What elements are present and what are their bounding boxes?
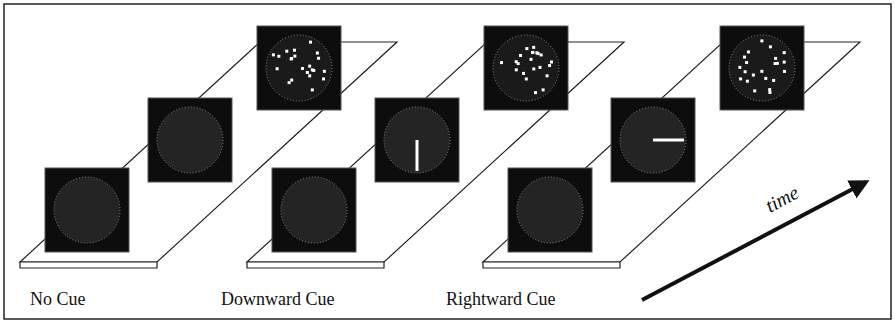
- motion-dot: [542, 88, 545, 91]
- motion-dot: [540, 53, 543, 56]
- cue-bar: [416, 140, 419, 171]
- motion-dot: [530, 58, 533, 61]
- motion-dot: [519, 54, 522, 57]
- motion-dot: [772, 79, 775, 82]
- motion-dot: [308, 65, 311, 68]
- motion-dot: [293, 55, 296, 58]
- motion-dot: [760, 39, 763, 42]
- aperture-outline: [157, 107, 223, 173]
- plane-edge: [483, 262, 620, 268]
- motion-dot: [293, 49, 296, 52]
- axis-label: time: [762, 182, 802, 216]
- motion-dot: [306, 71, 309, 74]
- motion-dot: [739, 77, 742, 80]
- stimulus-panel: [484, 26, 568, 110]
- motion-dot: [277, 55, 280, 58]
- motion-dot: [745, 61, 748, 64]
- motion-dot: [532, 67, 535, 70]
- motion-dot: [290, 57, 293, 60]
- motion-dot: [774, 57, 777, 60]
- motion-dot: [515, 60, 518, 63]
- motion-dot: [522, 72, 525, 75]
- cue-bar: [653, 139, 684, 142]
- condition-label: No Cue: [30, 290, 86, 308]
- stimulus-panel: [45, 168, 129, 252]
- motion-dot: [531, 51, 534, 54]
- motion-dot: [768, 91, 771, 94]
- stimulus-panel: [375, 98, 459, 182]
- staircase: [483, 26, 860, 268]
- motion-dot: [531, 51, 534, 54]
- stimulus-panel: [257, 26, 341, 110]
- stimulus-panel: [148, 98, 232, 182]
- motion-dot: [500, 61, 503, 64]
- motion-dot: [535, 51, 538, 54]
- aperture-outline: [517, 177, 583, 243]
- plane-edge: [20, 262, 157, 268]
- motion-dot: [760, 70, 763, 73]
- motion-dot: [525, 77, 528, 80]
- aperture-outline: [281, 177, 347, 243]
- aperture-outline: [266, 35, 332, 101]
- motion-dot: [311, 88, 314, 91]
- motion-dot: [774, 62, 777, 65]
- motion-dot: [316, 52, 319, 55]
- motion-dot: [308, 74, 311, 77]
- aperture-outline: [729, 35, 795, 101]
- condition-label: Downward Cue: [221, 290, 334, 308]
- time-arrow: [642, 182, 866, 300]
- staircase: [247, 26, 624, 268]
- stimulus-panel: [508, 168, 592, 252]
- motion-dot: [769, 45, 772, 48]
- motion-dot: [746, 80, 749, 83]
- motion-dot: [515, 68, 518, 71]
- motion-dot: [744, 70, 747, 73]
- motion-dot: [764, 77, 767, 80]
- motion-dot: [546, 74, 549, 77]
- stimulus-panel: [272, 168, 356, 252]
- motion-dot: [747, 50, 750, 53]
- motion-dot: [288, 81, 291, 84]
- motion-dot: [534, 91, 537, 94]
- motion-dot: [317, 57, 320, 60]
- motion-dot: [548, 64, 551, 67]
- motion-dot: [783, 61, 786, 64]
- aperture-outline: [54, 177, 120, 243]
- motion-dot: [743, 56, 746, 59]
- motion-dot: [276, 67, 279, 70]
- motion-dot: [290, 57, 293, 60]
- motion-dot: [783, 51, 786, 54]
- plane-edge: [247, 262, 384, 268]
- aperture-outline: [620, 107, 686, 173]
- motion-dot: [768, 88, 771, 91]
- motion-dot: [538, 66, 541, 69]
- motion-dot: [285, 50, 288, 53]
- motion-dot: [309, 41, 312, 44]
- motion-dot: [290, 79, 293, 82]
- motion-dot: [301, 67, 304, 70]
- motion-dot: [323, 70, 326, 73]
- figure-frame: [4, 4, 891, 319]
- stimulus-panel: [720, 26, 804, 110]
- motion-dot: [753, 89, 756, 92]
- motion-dot: [312, 69, 315, 72]
- motion-dot: [550, 61, 553, 64]
- motion-dot: [272, 53, 275, 56]
- staircase: [20, 26, 397, 268]
- motion-dot: [322, 77, 325, 80]
- motion-dot: [738, 66, 741, 69]
- motion-dot: [525, 47, 528, 50]
- aperture-outline: [384, 107, 450, 173]
- condition-label: Rightward Cue: [446, 290, 556, 308]
- stimulus-panel: [611, 98, 695, 182]
- motion-dot: [532, 46, 535, 49]
- motion-dot: [783, 70, 786, 73]
- motion-dot: [752, 74, 755, 77]
- aperture-outline: [493, 35, 559, 101]
